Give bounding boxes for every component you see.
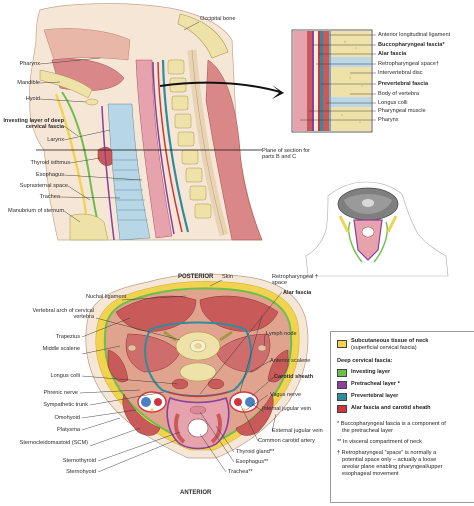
occipital-bone	[177, 13, 229, 59]
label-sternohyoid: Sternohyoid	[66, 469, 96, 475]
label-retropharyngeal-space: Retropharyngeal † space	[272, 274, 319, 287]
esophagus-shape	[189, 405, 207, 415]
label-thyroid-isthmus: Thyroid isthmus	[30, 160, 70, 166]
inset-arrow	[159, 81, 281, 93]
small-cross-section	[305, 181, 449, 277]
label-sympathetic-trunk: Sympathetic trunk	[43, 402, 88, 408]
vertebral-column	[167, 49, 229, 237]
legend-note3-line1: † Retropharyngeal “space” is normally a	[337, 450, 437, 456]
legend-deep-title: Deep cervical fascia:	[337, 358, 393, 364]
mandible-bone	[39, 69, 93, 99]
label-pharynx: Pharynx	[19, 61, 40, 67]
sagittal-leader-lines	[39, 21, 258, 223]
arrow-head	[272, 85, 284, 99]
legend-item-alar-carotid: Alar fascia and carotid sheath	[351, 405, 431, 411]
label-intervertebral-disc: Intervertebral disc	[378, 70, 423, 76]
label-vagus-nerve: Vagus nerve	[270, 392, 301, 398]
label-longus-colli-inset: Longus colli	[378, 100, 408, 106]
label-alar-fascia-inset: Alar fascia	[378, 51, 407, 57]
label-external-jugular-vein: External jugular vein	[272, 428, 323, 434]
label-occipital-bone: Occipital bone	[200, 16, 236, 22]
legend-swatch-investing	[337, 369, 347, 377]
vertebral-body-shape	[179, 362, 217, 382]
sagittal-section	[29, 3, 263, 241]
label-posterior: POSTERIOR	[178, 274, 214, 280]
label-buccopharyngeal-fascia: Buccopharyngeal fascia*	[378, 42, 445, 48]
label-skin: Skin	[222, 274, 233, 280]
buccopharyngeal-line	[152, 61, 175, 235]
label-lymph-node: Lymph node	[266, 331, 297, 337]
prevertebral-fascia-line	[161, 59, 190, 233]
alar-fascia-line	[157, 61, 183, 233]
label-anterior: ANTERIOR	[180, 490, 212, 496]
legend-swatch-prevertebral	[337, 393, 347, 401]
label-middle-scalene: Middle scalene	[42, 346, 80, 352]
legend-item-prevertebral: Prevertebral layer	[351, 393, 399, 399]
legend-note2: ** In visceral compartment of neck	[337, 439, 422, 445]
legend-swatch-alar-carotid	[337, 405, 347, 413]
label-trapezius: Trapezius	[55, 334, 80, 340]
legend-note1-line1: * Buccopharyngeal fascia is a component …	[337, 421, 446, 427]
cross-section	[85, 273, 309, 459]
larynx-trachea	[107, 103, 151, 241]
label-trachea-cross: Trachea**	[228, 469, 253, 475]
carotid-sheath-right	[229, 391, 259, 413]
label-anterior-scalene: Anterior scalene	[270, 358, 311, 364]
legend-swatch-pretracheal	[337, 381, 347, 389]
label-trachea: Trachea	[39, 194, 60, 200]
label-pharynx-inset: Pharynx	[378, 117, 399, 123]
cross-leader-lines	[79, 279, 283, 473]
legend-note3-line4: esophageal movement	[342, 471, 399, 477]
legend-box: Subcutaneous tissue of neck (superficial…	[330, 331, 474, 503]
label-hyoid: Hyoid	[25, 96, 40, 102]
label-longus-colli: Longus colli	[50, 373, 80, 379]
label-omohyoid: Omohyoid	[54, 415, 81, 421]
label-thyroid-gland: Thyroid gland**	[236, 449, 275, 455]
label-prevertebral-fascia: Prevertebral fascia	[378, 81, 429, 87]
legend-note3-line3: areolar plane enabling pharyngeal/upper	[342, 464, 443, 470]
legend-swatch-subcutaneous	[337, 340, 347, 348]
label-vertebral-arch: Vertebral arch of cervical vertebra	[32, 308, 94, 321]
legend-item-investing: Investing layer	[351, 369, 391, 375]
label-common-carotid-artery: Common carotid artery	[258, 438, 315, 444]
label-investing-layer: Investing layer of deep cervical fascia	[3, 118, 64, 131]
pharynx-esophagus	[135, 59, 173, 239]
hyoid-bone	[85, 98, 99, 106]
legend-note1-line2: the pretracheal layer	[342, 428, 393, 434]
label-larynx: Larynx	[47, 137, 64, 143]
label-mandible: Mandible	[17, 80, 40, 86]
label-anterior-longitudinal-ligament: Anterior longitudinal ligament	[378, 32, 451, 38]
label-nuchal-ligament: Nuchal ligament	[86, 294, 127, 300]
label-platysma: Platysma	[56, 427, 80, 433]
label-body-of-vertebra: Body of vertebra	[378, 91, 420, 97]
label-scm: Sternocleidomastoid (SCM)	[19, 440, 88, 446]
label-plane-of-section: Plane of section for parts B and C	[262, 148, 310, 161]
label-phrenic-nerve: Phrenic nerve	[43, 390, 78, 396]
pretracheal-line	[101, 105, 115, 241]
legend-subcutaneous-sub: (superficial cervical fascia)	[351, 345, 417, 351]
label-carotid-sheath: Carotid sheath	[274, 374, 314, 380]
label-esophagus-cross: Esophagus**	[236, 459, 269, 465]
inset-detail	[291, 29, 373, 133]
label-internal-jugular-vein: Internal jugular vein	[262, 406, 311, 412]
label-alar-fascia: Alar fascia	[283, 290, 312, 296]
trachea-shape	[187, 418, 209, 438]
label-esophagus: Esophagus	[36, 172, 64, 178]
carotid-sheath-left	[137, 391, 167, 413]
legend-item-pretracheal: Pretracheal layer *	[351, 381, 400, 387]
legend-note3-line2: potential space only – actually a loose	[342, 457, 437, 463]
legend-subcutaneous-title: Subcutaneous tissue of neck	[351, 338, 429, 344]
manubrium-bone	[69, 213, 109, 241]
label-suprasternal-space: Suprasternal space	[19, 183, 68, 189]
label-manubrium: Manubrium of sternum	[8, 208, 64, 214]
oral-cavity	[43, 28, 131, 61]
label-pharyngeal-muscle: Pharyngeal muscle	[378, 108, 426, 114]
label-retropharyngeal-space-inset: Retropharyngeal space†	[378, 61, 439, 67]
label-sternothyroid: Sternothyroid	[62, 458, 96, 464]
inset-leader-lines	[300, 34, 376, 121]
